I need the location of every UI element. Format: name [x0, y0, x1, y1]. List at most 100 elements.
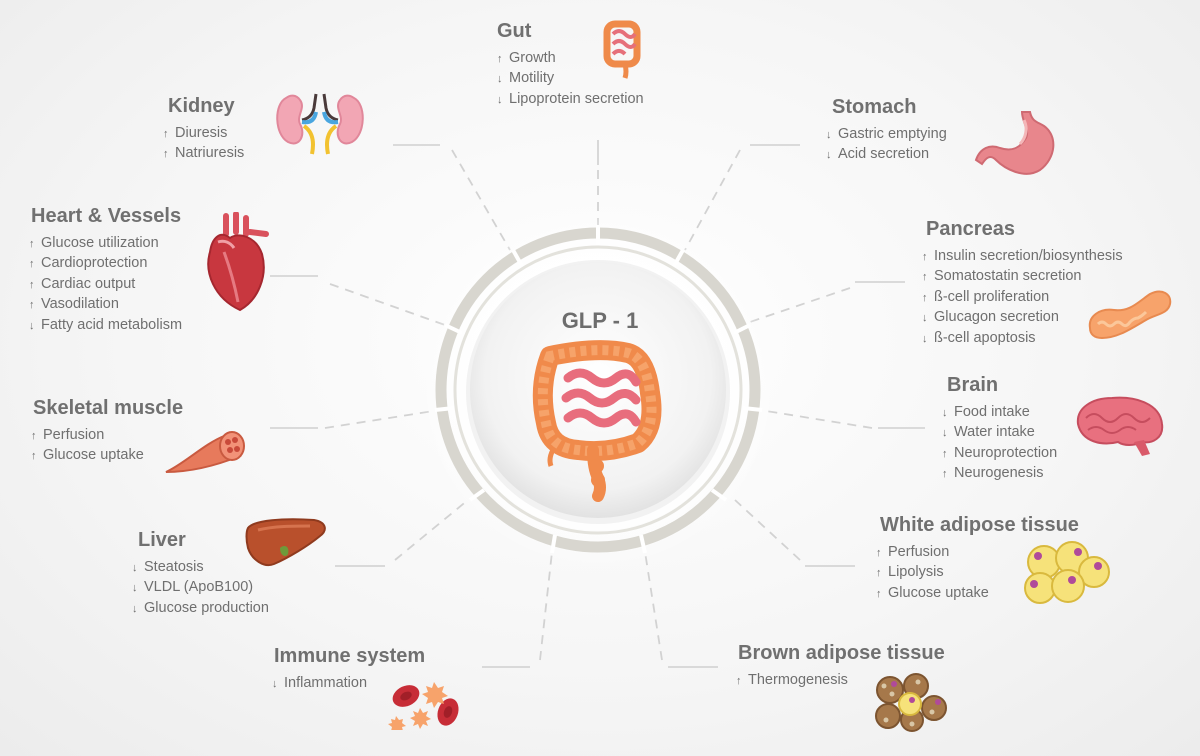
arrow-up-icon: ↑ — [29, 258, 35, 271]
arrow-down-icon: ↓ — [922, 312, 928, 325]
effect-item: ↓ß-cell apoptosis — [922, 329, 1123, 349]
effect-item: ↓Acid secretion — [826, 145, 947, 165]
arrow-up-icon: ↑ — [942, 468, 948, 481]
effect-item: ↑Natriuresis — [163, 144, 244, 164]
liver-title: Liver — [138, 529, 186, 551]
arrow-up-icon: ↑ — [922, 251, 928, 263]
effect-item: ↑Cardioprotection — [29, 254, 182, 274]
arrow-down-icon: ↓ — [497, 93, 503, 106]
wat-title: White adipose tissue — [880, 514, 1079, 536]
effect-item: ↑Growth — [497, 49, 644, 69]
connector-stomach-dash — [684, 149, 741, 251]
arrow-up-icon: ↑ — [736, 675, 742, 687]
arrow-down-icon: ↓ — [132, 602, 138, 615]
skeletal-title: Skeletal muscle — [33, 397, 184, 419]
liver-icon — [245, 518, 326, 566]
brain-icon — [1076, 396, 1164, 456]
effect-item: ↑Vasodilation — [29, 295, 182, 315]
arrow-down-icon: ↓ — [29, 319, 35, 332]
effect-item: ↓Water intake — [942, 423, 1057, 443]
arrow-up-icon: ↑ — [29, 278, 35, 291]
stomach-effects: ↓Gastric emptying ↓Acid secretion — [826, 125, 947, 166]
arrow-down-icon: ↓ — [942, 407, 948, 419]
arrow-up-icon: ↑ — [922, 291, 928, 304]
effect-item: ↑ß-cell proliferation — [922, 288, 1123, 308]
liver-effects: ↓Steatosis ↓VLDL (ApoB100) ↓Glucose prod… — [132, 558, 269, 619]
arrow-up-icon: ↑ — [922, 271, 928, 284]
inner-ring — [453, 245, 743, 535]
skeletal-effects: ↑Perfusion ↑Glucose uptake — [31, 426, 183, 467]
bat-effects: ↑Thermogenesis — [736, 671, 945, 691]
effect-item: ↓VLDL (ApoB100) — [132, 578, 269, 598]
gut-effects: ↑Growth ↓Motility ↓Lipoprotein secretion — [497, 49, 644, 110]
gut-title: Gut — [497, 20, 532, 42]
effect-item: ↓Glucagon secretion — [922, 308, 1123, 328]
connector-bars — [270, 140, 925, 668]
effect-item: ↑Neuroprotection — [942, 444, 1057, 464]
wat-effects: ↑Perfusion ↑Lipolysis ↑Glucose uptake — [876, 543, 1079, 604]
arrow-up-icon: ↑ — [163, 148, 169, 161]
effect-item: ↓Fatty acid metabolism — [29, 316, 182, 336]
white-adipocyte-icon — [1024, 541, 1110, 604]
arrow-up-icon: ↑ — [876, 587, 882, 600]
brown-adipocyte-icon — [875, 673, 947, 732]
effect-item: ↑Insulin secretion/biosynthesis — [922, 247, 1123, 267]
heart-icon — [207, 212, 269, 312]
center-title: GLP - 1 — [561, 308, 639, 333]
organ-pancreas: Pancreas ↑Insulin secretion/biosynthesis… — [922, 218, 1123, 349]
heart-effects: ↑Glucose utilization ↑Cardioprotection ↑… — [29, 234, 182, 336]
arrow-down-icon: ↓ — [922, 332, 928, 345]
center-disc — [470, 262, 726, 518]
connector-brain-dash — [759, 409, 873, 429]
connector-skeletal-dash — [324, 409, 441, 429]
bat-title: Brown adipose tissue — [738, 642, 945, 664]
effect-item: ↑Thermogenesis — [736, 671, 945, 691]
arrow-down-icon: ↓ — [826, 129, 832, 141]
arrow-down-icon: ↓ — [497, 73, 503, 86]
organ-liver: Liver ↓Steatosis ↓VLDL (ApoB100) ↓Glucos… — [132, 529, 269, 619]
immune-cells-icon — [388, 682, 459, 730]
effect-item: ↑Glucose utilization — [29, 234, 182, 254]
stomach-title: Stomach — [832, 96, 917, 118]
center-intestine-icon — [532, 340, 662, 502]
brain-title: Brain — [947, 374, 999, 396]
effect-item: ↓Food intake — [942, 403, 1057, 423]
muscle-icon — [165, 431, 245, 473]
arrow-up-icon: ↑ — [31, 450, 37, 463]
connector-liver-dash — [394, 499, 469, 561]
effect-item: ↑Glucose uptake — [876, 584, 1079, 604]
effect-item: ↑Perfusion — [876, 543, 1079, 563]
kidney-title: Kidney — [168, 95, 235, 117]
connector-pancreas-dash — [749, 287, 851, 323]
stomach-icon — [974, 111, 1055, 175]
organ-gut: Gut ↑Growth ↓Motility ↓Lipoprotein secre… — [497, 20, 644, 110]
kidney-icon — [276, 93, 364, 155]
arrow-up-icon: ↑ — [876, 547, 882, 559]
connector-heart-dash — [329, 283, 446, 326]
pancreas-effects: ↑Insulin secretion/biosynthesis ↑Somatos… — [922, 247, 1123, 349]
effect-item: ↑Cardiac output — [29, 275, 182, 295]
arrow-up-icon: ↑ — [942, 447, 948, 460]
arrow-up-icon: ↑ — [497, 53, 503, 65]
organ-immune: Immune system ↓Inflammation — [272, 645, 425, 694]
immune-effects: ↓Inflammation — [272, 674, 425, 694]
effect-item: ↑Somatostatin secretion — [922, 267, 1123, 287]
effect-item: ↓Glucose production — [132, 599, 269, 619]
organ-kidney: Kidney ↑Diuresis ↑Natriuresis — [163, 95, 244, 165]
effect-item: ↓Inflammation — [272, 674, 425, 694]
effect-item: ↓Motility — [497, 69, 644, 89]
arrow-up-icon: ↑ — [31, 430, 37, 442]
heart-title: Heart & Vessels — [31, 205, 182, 227]
connector-dashes — [324, 149, 873, 661]
effect-item: ↑Neurogenesis — [942, 464, 1057, 484]
arrow-up-icon: ↑ — [163, 128, 169, 140]
connector-bat-dash — [644, 551, 663, 661]
connector-kidney-dash — [451, 149, 511, 251]
arrow-up-icon: ↑ — [876, 567, 882, 580]
arrow-down-icon: ↓ — [132, 582, 138, 595]
organ-brain: Brain ↓Food intake ↓Water intake ↑Neurop… — [942, 374, 1057, 485]
arrow-up-icon: ↑ — [29, 299, 35, 312]
effect-item: ↑Perfusion — [31, 426, 183, 446]
